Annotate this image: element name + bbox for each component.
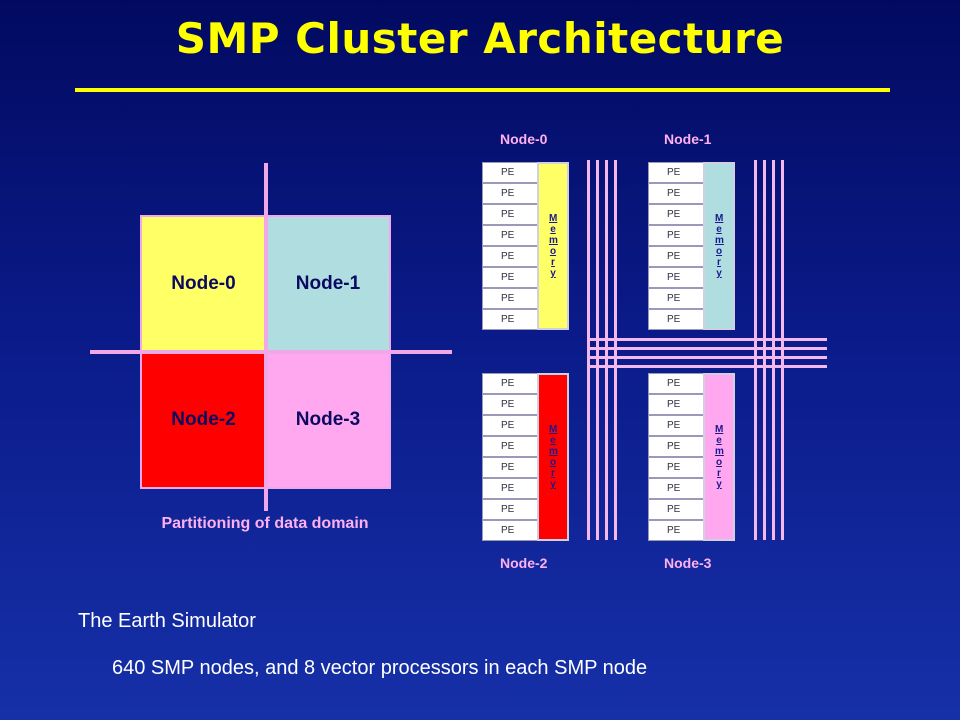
quadrant-node-1: Node-1 — [265, 215, 391, 353]
pe-unit: PE — [648, 436, 704, 457]
vertical-bus — [754, 160, 757, 540]
pe-unit: PE — [648, 267, 704, 288]
title-underline — [75, 88, 890, 92]
pe-unit: PE — [648, 162, 704, 183]
partition-line-vertical — [264, 163, 268, 511]
node-label: Node-3 — [664, 555, 712, 571]
pe-unit: PE — [648, 373, 704, 394]
memory-label: Memory — [549, 424, 558, 490]
pe-unit: PE — [648, 204, 704, 225]
pe-unit: PE — [648, 499, 704, 520]
pe-unit: PE — [482, 309, 538, 330]
quadrant-node-2: Node-2 — [140, 351, 267, 489]
partition-line-horizontal — [90, 350, 452, 354]
vertical-bus — [763, 160, 766, 540]
memory-block: Memory — [703, 162, 735, 330]
slide-title: SMP Cluster Architecture — [175, 14, 785, 63]
memory-block: Memory — [703, 373, 735, 541]
pe-unit: PE — [648, 415, 704, 436]
memory-label: Memory — [549, 213, 558, 279]
vertical-bus — [614, 160, 617, 540]
footer-detail: 640 SMP nodes, and 8 vector processors i… — [112, 657, 648, 679]
pe-unit: PE — [648, 246, 704, 267]
pe-unit: PE — [648, 394, 704, 415]
vertical-bus — [605, 160, 608, 540]
pe-unit: PE — [482, 415, 538, 436]
pe-unit: PE — [648, 225, 704, 246]
pe-unit: PE — [482, 183, 538, 204]
pe-unit: PE — [482, 204, 538, 225]
memory-label: Memory — [715, 424, 724, 490]
memory-block: Memory — [537, 162, 569, 330]
quadrant-node-0: Node-0 — [140, 215, 267, 353]
horizontal-bus — [587, 338, 827, 341]
horizontal-bus — [587, 356, 827, 359]
memory-label: Memory — [715, 213, 724, 279]
pe-unit: PE — [482, 225, 538, 246]
pe-unit: PE — [482, 246, 538, 267]
pe-unit: PE — [482, 520, 538, 541]
horizontal-bus — [587, 347, 827, 350]
pe-unit: PE — [482, 288, 538, 309]
quadrant-label: Node-3 — [295, 409, 361, 430]
pe-unit: PE — [648, 183, 704, 204]
quadrant-label: Node-0 — [171, 273, 236, 294]
domain-caption: Partitioning of data domain — [161, 515, 369, 532]
pe-unit: PE — [482, 267, 538, 288]
pe-unit: PE — [648, 520, 704, 541]
node-label: Node-0 — [500, 131, 548, 147]
pe-unit: PE — [648, 478, 704, 499]
memory-block: Memory — [537, 373, 569, 541]
pe-unit: PE — [482, 457, 538, 478]
pe-unit: PE — [648, 309, 704, 330]
quadrant-label: Node-1 — [295, 273, 361, 294]
vertical-bus — [596, 160, 599, 540]
pe-unit: PE — [482, 436, 538, 457]
node-label: Node-2 — [500, 555, 548, 571]
vertical-bus — [587, 160, 590, 540]
vertical-bus — [781, 160, 784, 540]
pe-unit: PE — [482, 394, 538, 415]
quadrant-label: Node-2 — [171, 409, 236, 430]
pe-unit: PE — [648, 288, 704, 309]
vertical-bus — [772, 160, 775, 540]
pe-unit: PE — [482, 499, 538, 520]
horizontal-bus — [587, 365, 827, 368]
pe-unit: PE — [482, 162, 538, 183]
footer-heading: The Earth Simulator — [78, 610, 256, 632]
pe-unit: PE — [482, 478, 538, 499]
node-label: Node-1 — [664, 131, 712, 147]
pe-unit: PE — [482, 373, 538, 394]
pe-unit: PE — [648, 457, 704, 478]
quadrant-node-3: Node-3 — [265, 351, 391, 489]
